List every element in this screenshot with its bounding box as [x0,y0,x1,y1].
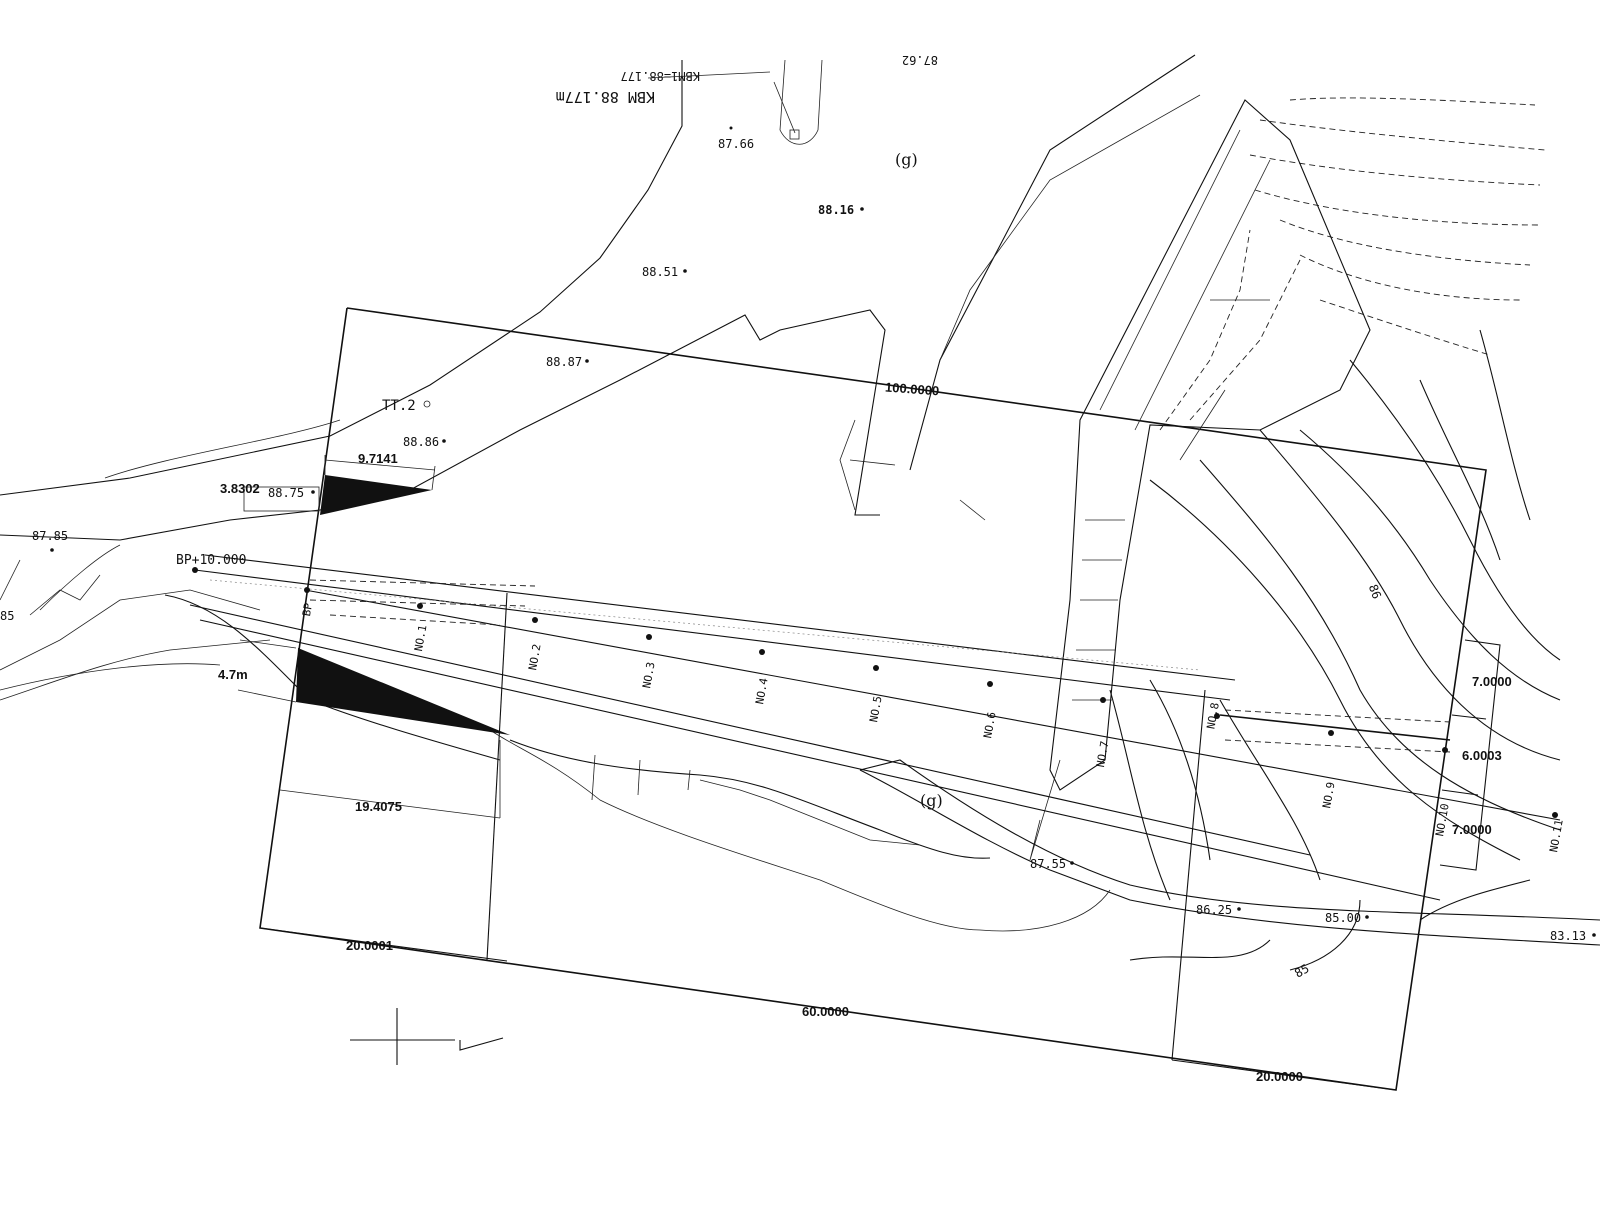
start-point-label: BP+10.000 [176,553,246,568]
terrain-linework [0,54,1201,701]
dim-19-4075: 19.4075 [355,799,402,814]
partial-elevation-left: 85 [0,609,14,623]
vegetation-symbol-upper: (g) [895,150,918,169]
dim-60: 60.0000 [802,1004,849,1019]
vegetation-symbol-lower: (g) [920,791,943,810]
station-no1: NO.1 [412,624,429,652]
station-points [192,567,1558,818]
traverse-point-label: TT.2 [382,398,416,414]
dim-6-0003: 6.0003 [1462,748,1502,763]
elev-88-16: 88.16 [818,203,854,217]
elev-87-55: 87.55 [1030,857,1066,871]
dim-7-0000-a: 7.0000 [1472,674,1512,689]
dim-9-7141: 9.7141 [358,451,398,466]
station-no11: NO.11 [1547,818,1566,853]
elev-87-66: 87.66 [718,137,754,151]
station-no3: NO.3 [640,661,657,689]
dim-3-8302: 3.8302 [220,481,260,496]
fill-areas [237,455,510,819]
contour-lines [1109,97,1561,971]
bank-marks [0,544,921,846]
traverse-point-marker [423,400,431,408]
station-no5: NO.5 [867,695,884,723]
station-no10: NO.10 [1433,802,1452,837]
dim-7-0000-b: 7.0000 [1452,822,1492,837]
elev-87-85: 87.85 [32,529,68,543]
station-no4: NO.4 [753,677,770,706]
elev-86-25: 86.25 [1196,903,1232,917]
elev-88-87: 88.87 [546,355,582,369]
dimension-lines [259,639,1501,1091]
elev-88-51: 88.51 [642,265,678,279]
station-no7: NO.7 [1094,740,1111,768]
station-bp: BP [300,602,315,618]
elev-88-86: 88.86 [403,435,439,449]
station-no8: NO.8 [1204,702,1221,730]
benchmark-label-2: KBM 88.177m [556,88,655,106]
elev-83-13: 83.13 [1550,929,1586,943]
survey-symbol [350,1008,504,1065]
elevation-labels: 87.66 88.16 88.51 88.87 88.86 88.75 87.8… [32,126,1596,943]
dimension-labels: 100.0000 9.7141 3.8302 4.7m 19.4075 20.0… [218,380,1512,1084]
elev-88-75: 88.75 [268,486,304,500]
partial-elevation-top: 87.62 [902,53,938,67]
station-no9: NO.9 [1320,781,1337,809]
station-no6: NO.6 [981,711,998,739]
dim-4-7m: 4.7m [218,667,248,682]
station-no2: NO.2 [526,643,543,671]
benchmark-label-1: KBM1=88.177 [621,69,700,83]
dim-20-0001: 20.0001 [346,938,393,953]
retaining-wall [1029,99,1371,861]
road-alignment [0,554,1600,946]
dim-100: 100.0000 [885,380,940,399]
station-labels: BP NO.1 NO.2 NO.3 NO.4 NO.5 NO.6 NO.7 NO… [300,602,1566,854]
contour-label-86: 86 [1366,582,1384,600]
elev-85-00: 85.00 [1325,911,1361,925]
contour-label-85: 85 [1292,961,1312,980]
